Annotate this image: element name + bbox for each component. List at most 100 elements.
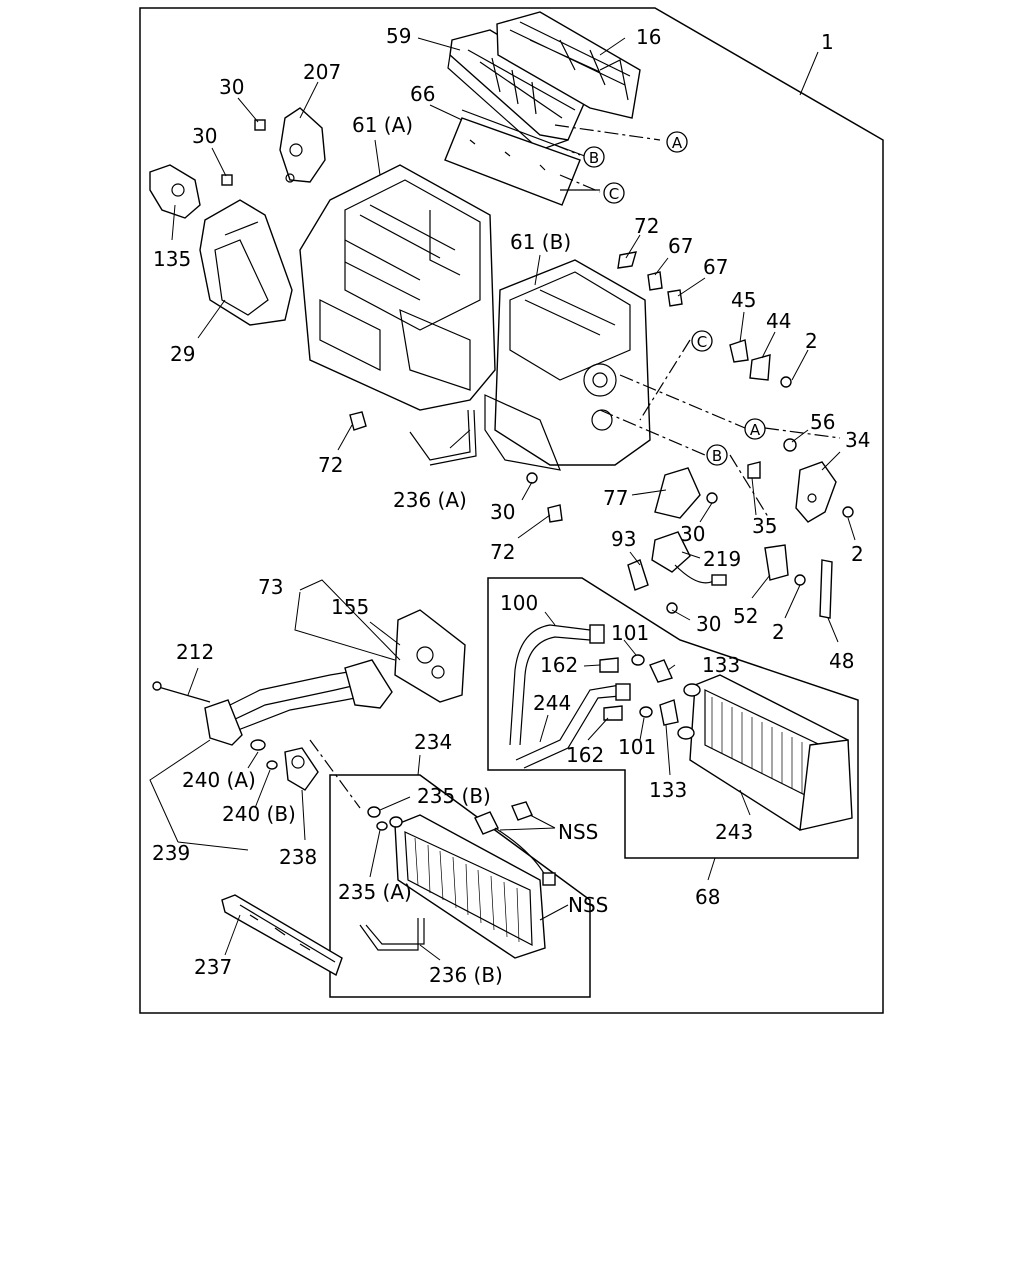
label-237: 237: [194, 955, 232, 979]
label-61b: 61 (B): [510, 230, 571, 254]
svg-text:C: C: [609, 185, 619, 203]
label-133: 133: [702, 653, 740, 677]
label-77: 77: [603, 486, 628, 510]
label-45: 45: [731, 288, 756, 312]
guide-lines: [309, 124, 841, 809]
label-30: 30: [219, 75, 244, 99]
label-72: 72: [318, 453, 343, 477]
orings-part-235: [367, 806, 388, 831]
label-44: 44: [766, 309, 791, 333]
leader-lines: [149, 37, 856, 961]
flange-part-155: [394, 609, 466, 703]
lever-part-77: [654, 467, 701, 519]
label-48: 48: [829, 649, 854, 673]
pipe-part-244: [515, 683, 631, 769]
cover-part-29: [199, 199, 293, 326]
intake-housing-part-59: [447, 29, 591, 151]
callout-A-1: A: [666, 131, 688, 153]
rod-part-48: [819, 559, 833, 619]
bracket-part-207: [279, 107, 326, 183]
callout-B-2: B: [706, 444, 728, 466]
label-2: 2: [772, 620, 785, 644]
pipe-part-236a: [409, 409, 477, 466]
heater-core-group-box: [487, 577, 859, 859]
label-1: 1: [821, 30, 834, 54]
pipe-assembly-part-239: [152, 659, 393, 746]
label-243: 243: [715, 820, 753, 844]
label-61a: 61 (A): [352, 113, 413, 137]
label-nss: NSS: [568, 893, 608, 917]
sensor-part-219: [651, 531, 727, 586]
orings-part-240: [250, 739, 278, 770]
valve-part-238: [284, 747, 319, 791]
label-162: 162: [566, 743, 604, 767]
housing-left-part-61a: [299, 164, 496, 411]
label-236a: 236 (A): [393, 488, 467, 512]
callout-C-1: C: [603, 182, 625, 204]
label-30: 30: [680, 522, 705, 546]
label-nss: NSS: [558, 820, 598, 844]
hose-part-100: [509, 624, 605, 746]
plate-part-66: [444, 109, 600, 206]
label-2: 2: [805, 329, 818, 353]
label-66: 66: [410, 82, 435, 106]
label-219: 219: [703, 547, 741, 571]
svg-text:B: B: [589, 149, 599, 167]
bracket-part-52: [764, 544, 789, 581]
label-73: 73: [258, 575, 283, 599]
evaporator-part-234: [389, 814, 546, 959]
label-30: 30: [192, 124, 217, 148]
label-72: 72: [490, 540, 515, 564]
label-2: 2: [851, 542, 864, 566]
clamps-part-133: [649, 659, 679, 726]
orings-part-101: [631, 654, 653, 718]
svg-text:A: A: [750, 421, 761, 439]
actuator-part-135: [149, 164, 201, 219]
label-67: 67: [668, 234, 693, 258]
part-labels: 1 59 16 207 30 30 66 61 (A) 135 29 72 61…: [152, 24, 870, 987]
label-235a: 235 (A): [338, 880, 412, 904]
label-244: 244: [533, 691, 571, 715]
svg-text:B: B: [712, 447, 722, 465]
label-35: 35: [752, 514, 777, 538]
label-100: 100: [500, 591, 538, 615]
label-133: 133: [649, 778, 687, 802]
label-34: 34: [845, 428, 870, 452]
label-240b: 240 (B): [222, 802, 296, 826]
bracket-part-93: [627, 559, 649, 591]
label-235b: 235 (B): [417, 784, 491, 808]
label-59: 59: [386, 24, 411, 48]
label-30: 30: [696, 612, 721, 636]
label-93: 93: [611, 527, 636, 551]
label-207: 207: [303, 60, 341, 84]
label-29: 29: [170, 342, 195, 366]
callout-C-2: C: [691, 330, 713, 352]
label-52: 52: [733, 604, 758, 628]
pipe-part-236b: [359, 918, 425, 951]
housing-right-part-61b: [484, 259, 651, 471]
bracket-part-34: [795, 461, 837, 523]
sensor-nss: [474, 801, 556, 886]
label-16: 16: [636, 25, 661, 49]
label-68: 68: [695, 885, 720, 909]
label-239: 239: [152, 841, 190, 865]
heater-core-part-243: [677, 674, 853, 831]
label-212: 212: [176, 640, 214, 664]
svg-text:C: C: [697, 333, 707, 351]
label-240a: 240 (A): [182, 768, 256, 792]
label-101: 101: [618, 735, 656, 759]
label-56: 56: [810, 410, 835, 434]
filter-frame-part-16: [496, 11, 641, 119]
label-67: 67: [703, 255, 728, 279]
label-236b: 236 (B): [429, 963, 503, 987]
screws-part-162: [599, 657, 623, 721]
label-238: 238: [279, 845, 317, 869]
callout-A-2: A: [744, 418, 766, 440]
diagram-frame: [139, 7, 884, 1014]
label-101: 101: [611, 621, 649, 645]
svg-text:A: A: [672, 134, 683, 152]
label-72: 72: [634, 214, 659, 238]
label-162: 162: [540, 653, 578, 677]
label-155: 155: [331, 595, 369, 619]
